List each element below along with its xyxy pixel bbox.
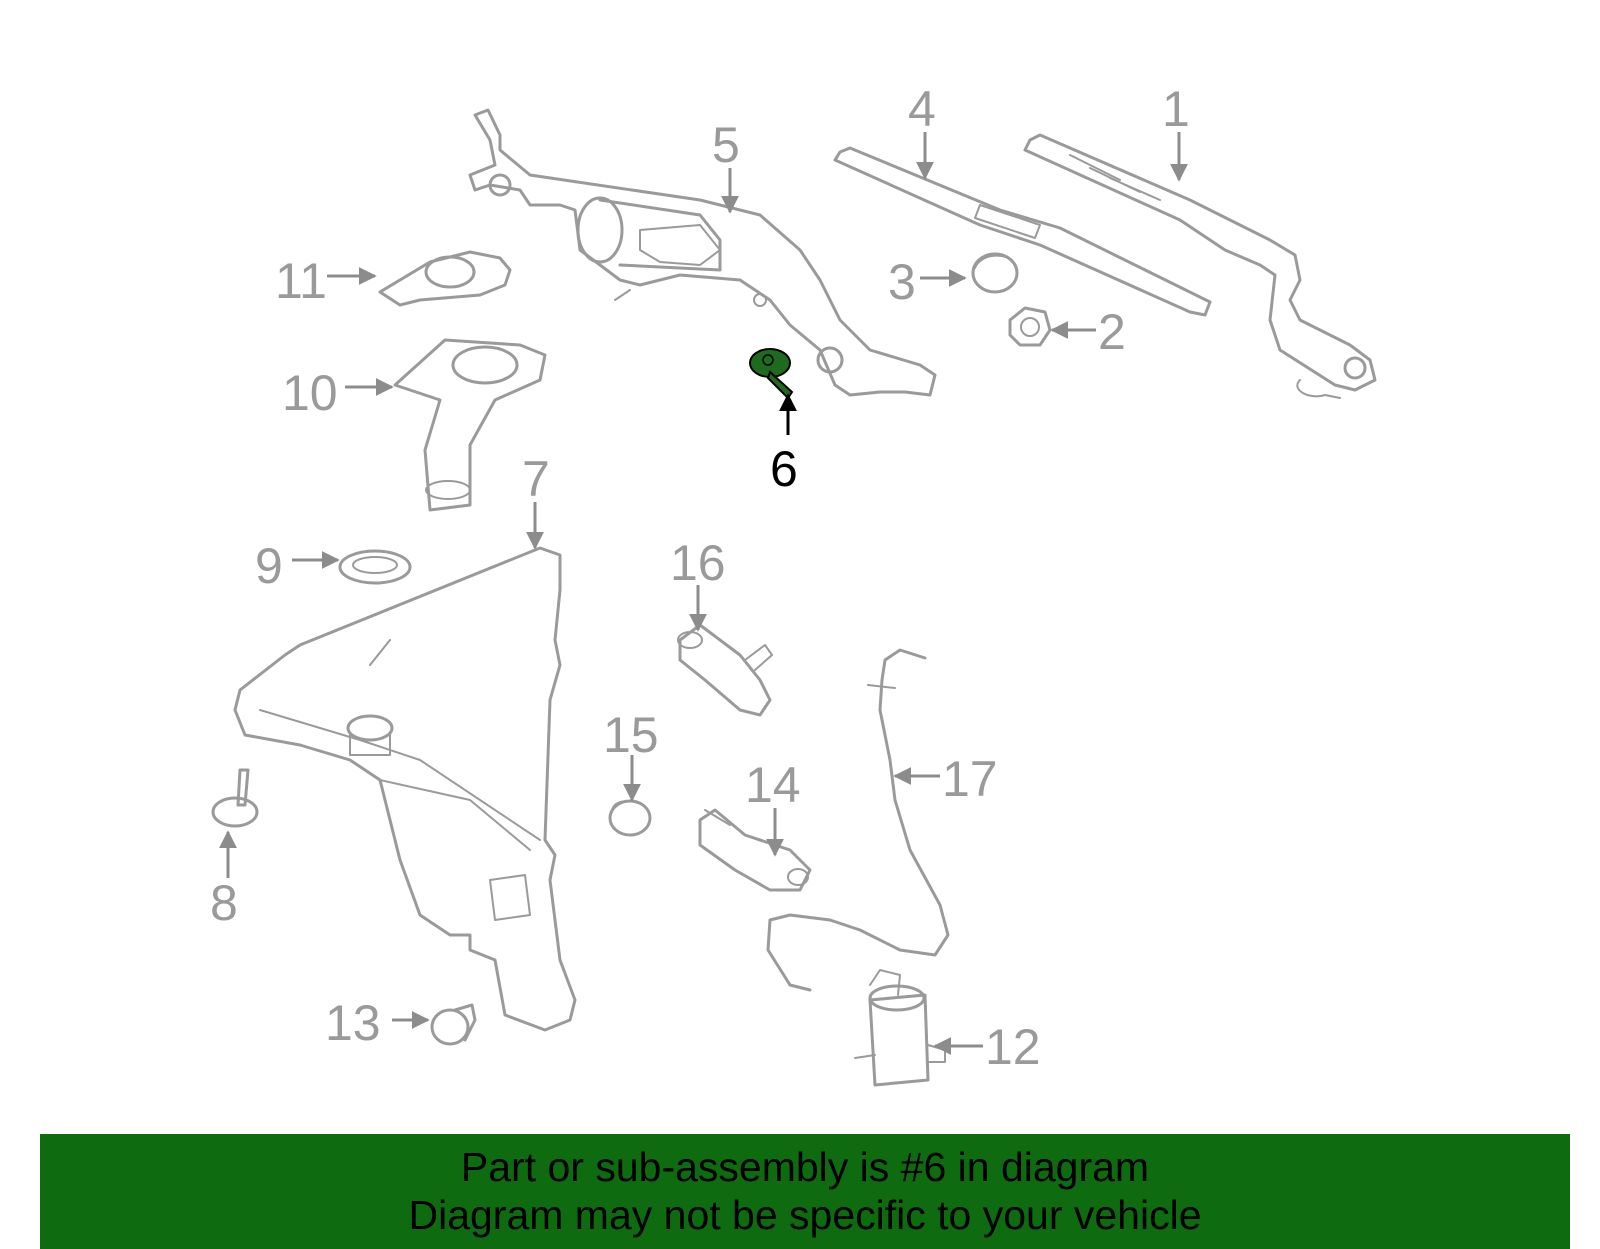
part-3-cap [971, 252, 1019, 294]
part-13-grommet [430, 1003, 477, 1046]
callout-1: 1 [1162, 81, 1190, 137]
callout-11: 11 [275, 253, 327, 309]
part-8-bolt [211, 768, 259, 828]
callout-5: 5 [712, 117, 740, 173]
callout-9: 9 [255, 538, 283, 594]
callout-6: 6 [770, 441, 798, 497]
part-12-pump [854, 969, 946, 1087]
callout-16: 16 [670, 535, 726, 591]
part-5-wiper-motor-linkage [468, 108, 937, 397]
callout-17: 17 [942, 751, 998, 807]
callout-13: 13 [325, 995, 381, 1051]
part-1-wiper-arm [1023, 133, 1377, 399]
callout-14: 14 [745, 757, 801, 813]
banner-line-2: Diagram may not be specific to your vehi… [408, 1192, 1202, 1238]
callout-12: 12 [985, 1019, 1041, 1075]
part-2-nut [1008, 306, 1052, 347]
banner-line-1: Part or sub-assembly is #6 in diagram [460, 1144, 1150, 1190]
part-4-wiper-blade [833, 146, 1212, 317]
part-7-reservoir [233, 546, 577, 1032]
part-10-filler-neck [393, 338, 547, 512]
callout-2: 2 [1098, 304, 1126, 360]
callout-10: 10 [282, 365, 338, 421]
callout-8: 8 [210, 875, 238, 931]
info-banner: Part or sub-assembly is #6 in diagram Di… [40, 1134, 1570, 1249]
part-15-grommet [608, 799, 652, 837]
part-14-connector [698, 808, 812, 892]
part-16-valve [677, 623, 773, 717]
callout-7: 7 [522, 451, 550, 507]
callout-labels: 1 2 3 4 5 6 7 8 9 10 11 12 13 14 15 16 1… [210, 81, 1190, 1075]
part-17-hose [766, 648, 950, 992]
part-11-bracket [378, 250, 512, 307]
callout-arrows [219, 132, 1188, 1055]
part-6-bolt-highlighted [749, 348, 794, 400]
callout-3: 3 [888, 254, 916, 310]
callout-4: 4 [908, 81, 936, 137]
callout-15: 15 [603, 707, 659, 763]
part-9-seal [338, 549, 412, 585]
